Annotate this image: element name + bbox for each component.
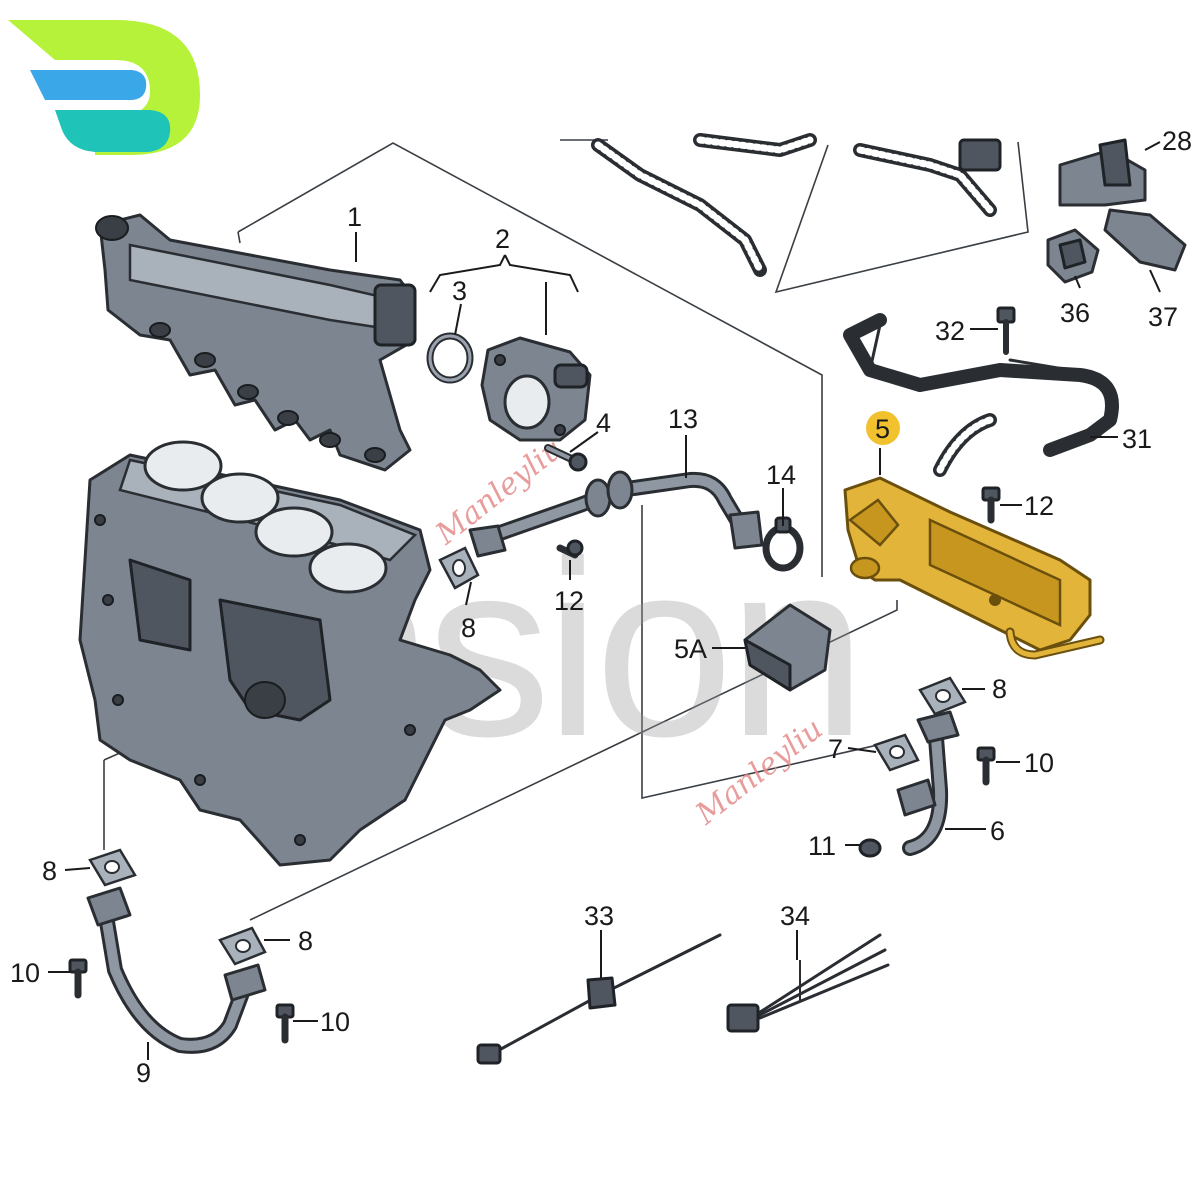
callout-12-lower: 12	[554, 586, 584, 616]
gasket-8-lower-mid	[218, 926, 267, 966]
bolt-10-left	[68, 958, 88, 999]
throttle-body	[480, 336, 592, 442]
brand-logo	[8, 20, 200, 155]
o-ring	[426, 332, 474, 384]
pipe-9	[86, 886, 267, 1054]
bracket-28	[1058, 138, 1147, 207]
callout-1: 1	[347, 202, 362, 232]
bolt-4	[544, 444, 588, 472]
nut-11	[858, 838, 882, 858]
vacuum-hoses-top	[591, 133, 1002, 277]
bolt-10-right	[976, 746, 996, 786]
logo-blue-bar	[30, 70, 147, 100]
bolt-32	[996, 306, 1016, 355]
callout-36: 36	[1060, 298, 1090, 328]
callout-28: 28	[1162, 126, 1192, 156]
egr-cooler-5	[843, 476, 1105, 660]
bolt-10-mid	[275, 1003, 295, 1044]
callout-13: 13	[668, 404, 698, 434]
callout-10-left: 10	[10, 958, 40, 988]
hose-31	[843, 313, 1119, 477]
callout-12-upper: 12	[1024, 491, 1054, 521]
highlight-badge	[866, 411, 900, 445]
pipe-6	[896, 710, 960, 856]
callout-10-right: 10	[1024, 748, 1054, 778]
callout-8-lower-left: 8	[42, 856, 57, 886]
bracket-37	[1103, 208, 1187, 272]
callout-5: 5	[875, 414, 890, 444]
gasket-8-lower-left	[88, 848, 137, 887]
connector-34	[726, 933, 890, 1033]
callout-33: 33	[584, 901, 614, 931]
callout-7: 7	[828, 734, 843, 764]
callout-32: 32	[935, 316, 965, 346]
callout-2: 2	[495, 224, 510, 254]
callout-6: 6	[990, 816, 1005, 846]
callout-8-lower-mid: 8	[298, 926, 313, 956]
callout-11: 11	[808, 831, 836, 861]
callout-5a: 5A	[674, 634, 707, 664]
heat-shield-5a	[743, 603, 832, 692]
callout-3: 3	[452, 276, 467, 306]
egr-pipe-13	[468, 470, 764, 558]
logo-teal-bar	[55, 110, 171, 152]
leader-lines	[48, 141, 1161, 1060]
callout-31: 31	[1122, 424, 1152, 454]
callout-labels: 1 2 3 4 5 5A 6 7 8 8 8 8 9 10 10 10 11 1…	[10, 126, 1192, 1088]
callout-37: 37	[1148, 302, 1178, 332]
callout-34: 34	[780, 901, 810, 931]
gasket-8-right	[918, 676, 967, 716]
callout-8-right: 8	[992, 674, 1007, 704]
callout-9: 9	[136, 1058, 151, 1088]
bolt-12-lower	[556, 539, 584, 559]
callout-14: 14	[766, 460, 796, 490]
callout-4: 4	[596, 408, 611, 438]
intake-manifold	[95, 213, 417, 472]
gasket-7	[873, 733, 920, 772]
engine-block	[78, 440, 502, 867]
bolt-12-upper	[981, 486, 1001, 524]
clip-36	[1046, 228, 1100, 284]
callout-8-upper: 8	[461, 613, 476, 643]
callout-10-mid: 10	[320, 1007, 350, 1037]
sensor-wire-33	[476, 933, 722, 1065]
gasket-8-upper	[438, 546, 480, 590]
